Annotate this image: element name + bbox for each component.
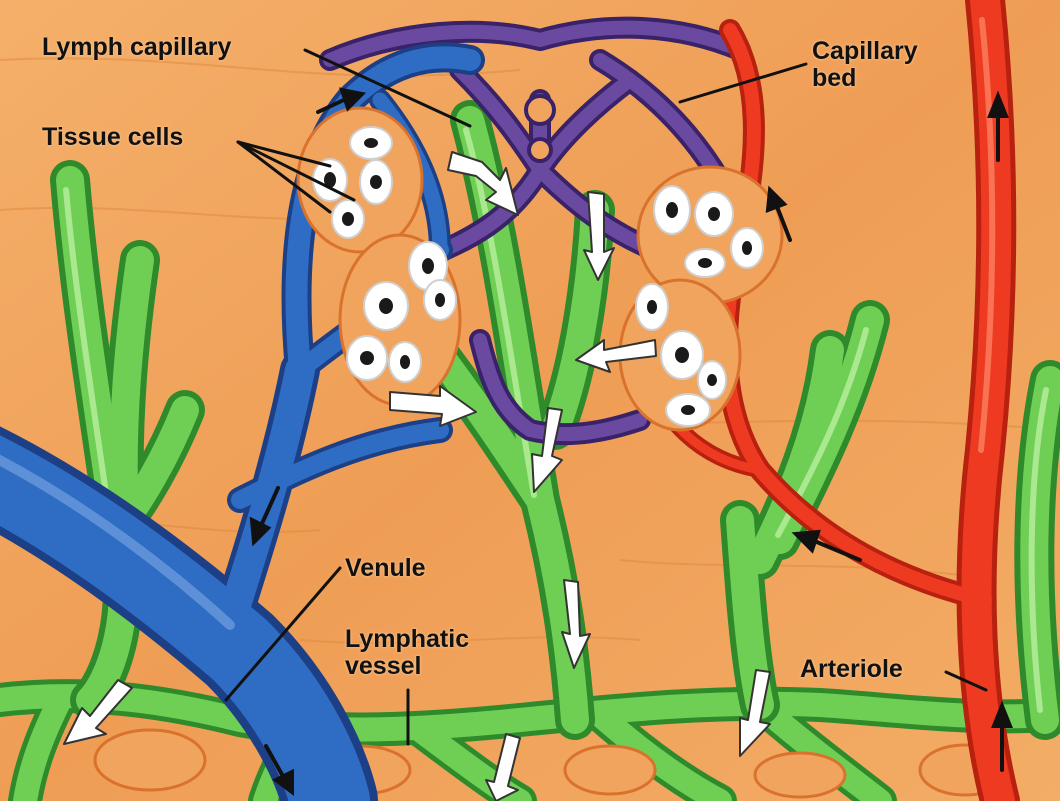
label-venule: Venule <box>345 555 426 582</box>
label-lymphatic-vessel: Lymphatic vessel <box>345 626 469 680</box>
label-capillary-bed: Capillary bed <box>812 38 918 92</box>
label-lymph-capillary: Lymph capillary <box>42 34 231 61</box>
label-tissue-cells: Tissue cells <box>42 124 183 151</box>
label-arteriole: Arteriole <box>800 656 903 683</box>
